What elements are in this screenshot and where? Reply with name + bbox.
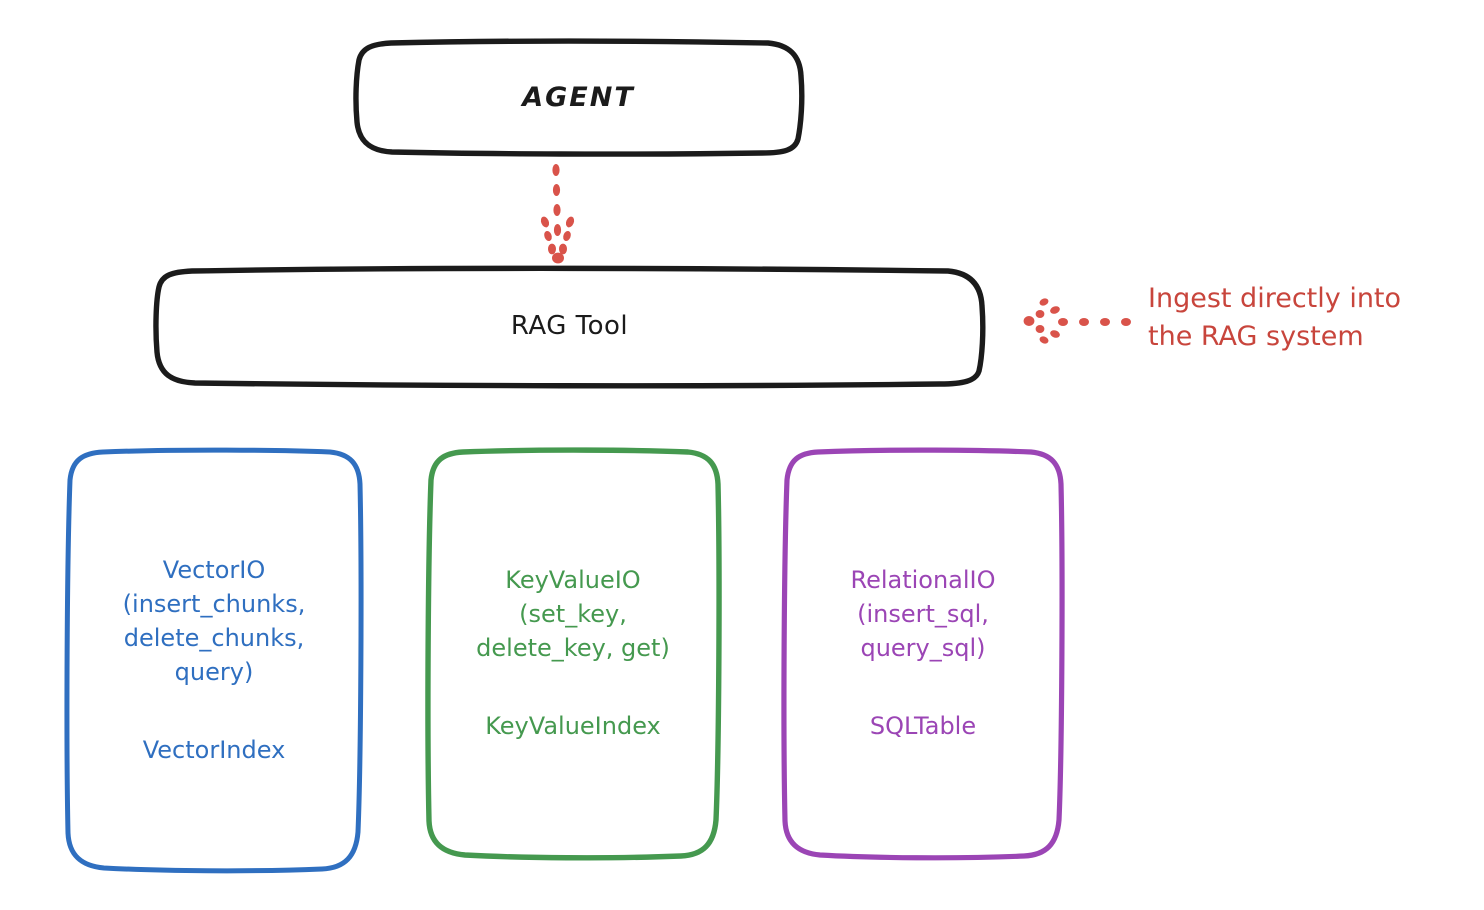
agent-label: AGENT	[522, 81, 635, 113]
relational-io-api-label: RelationalIO (insert_sql, query_sql)	[850, 565, 996, 662]
vector-io-api-label: VectorIO (insert_chunks, delete_chunks, …	[122, 555, 306, 687]
rag-tool-node[interactable]: RAG Tool	[157, 270, 982, 384]
key-value-index-label: KeyValueIndex	[485, 712, 661, 741]
ingest-annotation-text: Ingest directly into the RAG system	[1148, 283, 1402, 353]
ingest-to-rag-connector	[1023, 298, 1131, 344]
vector-io-box-outline	[64, 447, 364, 874]
agent-box-outline	[353, 38, 805, 157]
rag-tool-box-outline	[153, 265, 986, 389]
relational-io-box-outline	[781, 447, 1065, 861]
key-value-io-api-label: KeyValueIO (set_key, delete_key, get)	[476, 565, 670, 662]
agent-to-rag-connector	[540, 164, 575, 264]
relational-io-node[interactable]: RelationalIO (insert_sql, query_sql) SQL…	[785, 450, 1061, 856]
rag-tool-label: RAG Tool	[510, 311, 629, 342]
vector-index-label: VectorIndex	[142, 736, 286, 765]
vector-io-node[interactable]: VectorIO (insert_chunks, delete_chunks, …	[68, 450, 360, 870]
key-value-io-box-outline	[425, 447, 722, 861]
key-value-io-node[interactable]: KeyValueIO (set_key, delete_key, get) Ke…	[428, 450, 718, 856]
agent-node[interactable]: AGENT	[357, 42, 800, 153]
sql-table-label: SQLTable	[869, 712, 977, 741]
